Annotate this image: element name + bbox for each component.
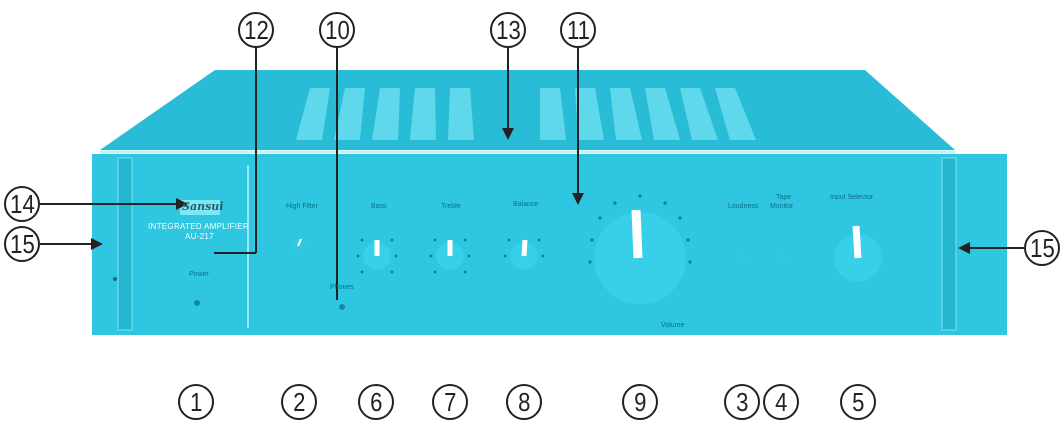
callout-5: 5	[840, 384, 876, 420]
arrow-15b	[958, 242, 970, 254]
power-switch	[194, 300, 200, 306]
rack-handle-left	[117, 157, 133, 331]
bass-knob	[363, 240, 391, 270]
callout-7: 7	[432, 384, 468, 420]
top-cover	[100, 70, 955, 150]
callout-10-text: 10	[324, 15, 350, 45]
callout-13-text: 13	[495, 15, 521, 45]
callout-12: 12	[238, 12, 274, 48]
callout-10: 10	[319, 12, 355, 48]
callout-14-text: 14	[9, 189, 35, 219]
callout-1-text: 1	[189, 387, 203, 417]
tape-monitor-switch	[777, 254, 785, 262]
model-line-2: AU-217	[185, 232, 214, 241]
volume-knob	[594, 209, 686, 304]
callout-3: 3	[724, 384, 760, 420]
callout-15-right-text: 15	[1029, 233, 1055, 263]
arrow-11	[572, 193, 584, 205]
loudness-switch	[738, 254, 746, 262]
callout-2-text: 2	[292, 387, 306, 417]
input-selector-label: Input Selector	[830, 194, 874, 201]
callout-3-text: 3	[735, 387, 749, 417]
leader-lines	[40, 46, 1024, 300]
callout-6: 6	[358, 384, 394, 420]
screw-icon	[113, 277, 117, 281]
callout-11-text: 11	[566, 15, 590, 45]
rack-handle-right	[941, 157, 957, 331]
arrowheads	[91, 128, 970, 254]
tape-monitor-label-1: Tape	[776, 194, 792, 201]
callout-13: 13	[490, 12, 526, 48]
volume-label: Volume	[661, 322, 685, 329]
arrow-13	[502, 128, 514, 140]
callout-5-text: 5	[851, 387, 865, 417]
callout-4: 4	[763, 384, 799, 420]
callout-15-left-text: 15	[9, 229, 35, 259]
callout-7-text: 7	[443, 387, 457, 417]
high-filter-knob	[291, 238, 305, 253]
dial-marks	[356, 194, 692, 274]
callout-1: 1	[178, 384, 214, 420]
callout-9: 9	[622, 384, 658, 420]
callout-14: 14	[4, 186, 40, 222]
vent-slots	[296, 88, 756, 140]
callout-8: 8	[506, 384, 542, 420]
balance-knob	[510, 239, 538, 270]
phones-label: Phones	[330, 284, 354, 291]
callout-8-text: 8	[517, 387, 531, 417]
callout-15-right: 15	[1024, 230, 1060, 266]
arrow-14	[176, 198, 188, 210]
bass-label: Bass	[371, 203, 387, 210]
treble-label: Treble	[441, 203, 461, 210]
callout-12-text: 12	[243, 15, 269, 45]
treble-knob	[436, 240, 464, 270]
brand-logo: Sansui	[182, 200, 224, 213]
callout-11: 11	[560, 12, 596, 48]
callout-15-left: 15	[4, 226, 40, 262]
tape-monitor-label-2: Monitor	[770, 203, 794, 210]
arrow-15a	[91, 238, 103, 250]
input-selector-knob	[834, 225, 882, 282]
model-line-1: INTEGRATED AMPLIFIER	[148, 222, 249, 231]
high-filter-label: High Filter	[286, 203, 318, 210]
brand-plate	[180, 200, 220, 215]
callout-2: 2	[281, 384, 317, 420]
phones-jack	[339, 304, 345, 310]
loudness-label: Loudness	[728, 203, 759, 210]
power-label: Power	[189, 271, 209, 278]
callout-4-text: 4	[774, 387, 788, 417]
balance-label: Balance	[513, 201, 539, 208]
callout-6-text: 6	[369, 387, 383, 417]
callout-9-text: 9	[633, 387, 647, 417]
